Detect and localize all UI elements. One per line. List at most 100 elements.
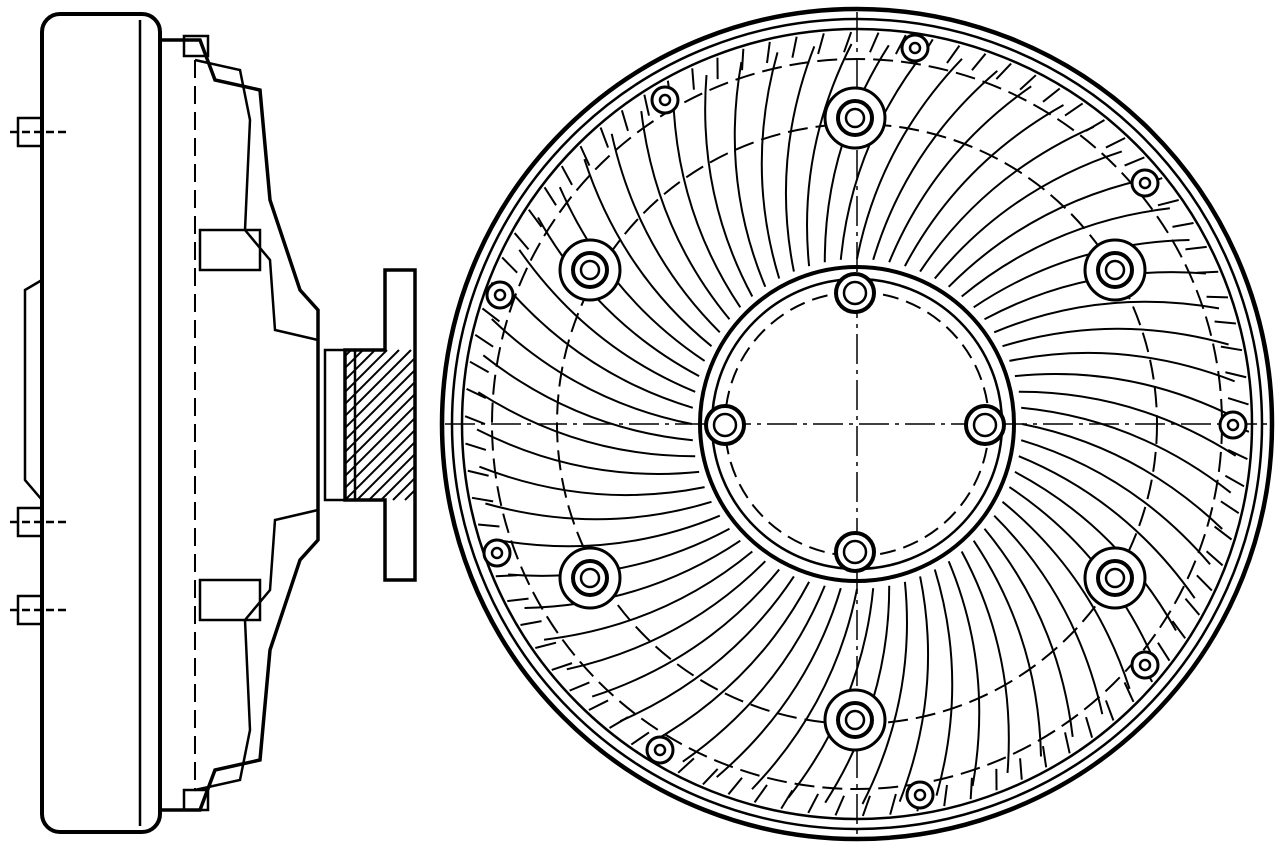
fin — [477, 391, 696, 458]
fin — [566, 560, 767, 671]
outer-fin — [560, 165, 573, 186]
mounting-hole-inner — [1104, 567, 1126, 589]
outer-fin — [1205, 550, 1224, 567]
bolt-holes — [482, 33, 1248, 810]
outer-fin — [1220, 345, 1243, 352]
outer-fin — [1213, 525, 1233, 541]
mounting-hole — [571, 251, 609, 289]
rim-bolt-hole-inner — [1138, 658, 1152, 672]
fin — [898, 576, 930, 802]
outer-fin — [766, 41, 771, 64]
fin — [733, 61, 767, 288]
fin — [947, 560, 981, 787]
fin — [1001, 501, 1131, 690]
fin — [973, 239, 1190, 309]
mounting-hole-inner — [1104, 259, 1126, 281]
hatch-line — [453, 350, 603, 500]
outer-rim — [439, 6, 1275, 842]
outer-fin — [467, 469, 489, 477]
fin — [482, 354, 693, 442]
rib-bottom — [198, 578, 262, 622]
mounting-hole — [571, 559, 609, 597]
fin — [1021, 423, 1223, 530]
outer-fin — [1064, 102, 1084, 117]
outer-fin — [894, 34, 907, 55]
outer-fin — [1224, 474, 1245, 488]
outer-fin — [478, 523, 500, 528]
fin — [583, 158, 713, 347]
section-hatching — [105, 349, 663, 501]
fin — [872, 70, 998, 261]
fin — [524, 539, 741, 609]
hatch-line — [105, 350, 255, 500]
outer-fin — [834, 795, 845, 816]
outer-fin — [1124, 156, 1145, 167]
fin — [491, 318, 693, 425]
outer-fin — [817, 33, 825, 55]
fin — [839, 49, 927, 260]
outer-fin — [527, 209, 543, 228]
outer-fin — [464, 415, 486, 425]
outer-fin — [861, 795, 871, 817]
hatch-line — [345, 349, 415, 501]
rim-bolt-hole — [650, 85, 680, 115]
outer-fin — [599, 127, 610, 148]
hatch-line — [129, 350, 279, 500]
mounting-hole — [836, 701, 874, 739]
fin — [485, 500, 712, 521]
clutch-body-outline — [40, 12, 162, 834]
outer-fin — [1104, 700, 1115, 721]
hatch-line — [345, 349, 415, 501]
outer-fin — [727, 777, 743, 795]
mounting-hole — [836, 99, 874, 137]
outer-fin — [465, 442, 487, 451]
rim-bolt-hole — [1218, 410, 1248, 440]
outer-fin — [1157, 642, 1171, 662]
outer-fin — [501, 256, 518, 274]
hatch-line — [417, 350, 567, 500]
rim-bolt-hole-inner — [653, 743, 667, 757]
hub-bolt-hole-inner — [842, 539, 868, 565]
hatch-line — [345, 349, 415, 501]
sensor-bracket — [23, 278, 43, 501]
fin — [537, 217, 700, 377]
fin — [1020, 439, 1211, 565]
outer-fin — [1042, 87, 1061, 103]
outer-fin — [843, 31, 853, 53]
fin — [503, 283, 694, 409]
rim-bolt-hole-inner — [1226, 418, 1240, 432]
fin — [784, 46, 816, 272]
rim-bolt-hole-inner — [908, 41, 922, 55]
mounting-boss — [823, 688, 887, 752]
fin — [479, 465, 705, 497]
outer-fin — [971, 53, 987, 71]
fin — [558, 186, 706, 362]
outer-fin — [495, 574, 518, 578]
hatch-line — [404, 349, 415, 501]
outer-fin — [1085, 119, 1105, 132]
mounting-boss — [1083, 546, 1147, 610]
fin — [1009, 351, 1235, 383]
front-view — [439, 6, 1275, 842]
outer-fin — [1227, 449, 1248, 461]
outer-fin — [507, 597, 529, 603]
housing-inner-bottom — [194, 508, 319, 792]
hub-bolt-hole — [704, 404, 746, 446]
outer-fin — [780, 789, 794, 810]
outer-fin — [807, 793, 820, 814]
hatch-line — [345, 349, 352, 501]
outer-fin — [1171, 620, 1187, 639]
outer-fin — [551, 662, 573, 671]
fin — [806, 43, 853, 267]
fin — [961, 207, 1171, 298]
fin — [861, 581, 908, 805]
hatch-line — [513, 350, 663, 500]
fin — [1014, 373, 1238, 420]
outer-fin — [643, 94, 650, 116]
outer-fin — [520, 620, 542, 627]
hatch-line — [345, 349, 415, 501]
fin — [751, 588, 858, 790]
rim-bolt-hole — [645, 735, 675, 765]
hub-bolt-hole — [834, 531, 876, 573]
fin — [1021, 406, 1232, 494]
